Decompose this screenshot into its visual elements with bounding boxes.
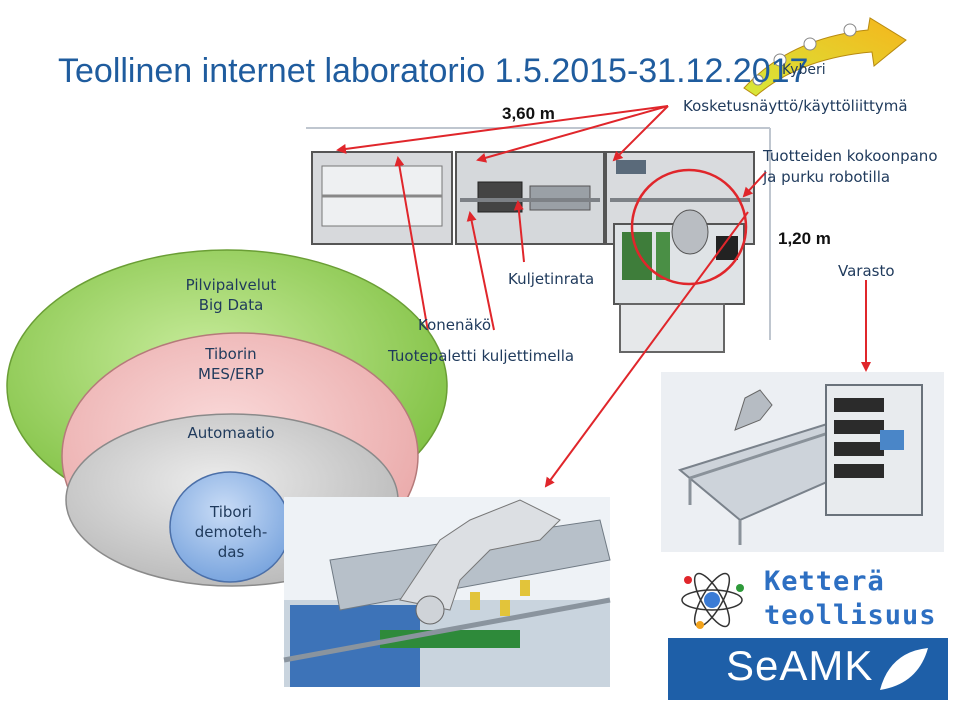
mes-layer-label-line2: MES/ERP: [198, 365, 264, 383]
storage-label: Varasto: [838, 262, 895, 280]
seamk-logo: SeAMK: [726, 642, 874, 689]
seamk-logo-graphic: [668, 638, 948, 700]
kyberi-label: Kyberi: [782, 62, 826, 78]
kettera-logo-graphic: [668, 562, 948, 638]
pallet-label: Tuotepaletti kuljettimella: [388, 347, 575, 365]
factory-layer-label-line1: Tibori: [210, 503, 252, 521]
kettera-logo-line1: Ketterä: [764, 566, 885, 597]
dimension-length: 3,60 m: [502, 104, 555, 123]
robot-cell-photo: [283, 497, 611, 687]
line-layout-topview: [306, 127, 771, 353]
vision-label: Konenäkö: [418, 316, 492, 334]
annotation-arrows: [336, 105, 871, 488]
conveyor-label: Kuljetinrata: [508, 270, 595, 288]
robot-label-line1: Tuotteiden kokoonpano: [763, 147, 938, 165]
page-title: Teollinen internet laboratorio 1.5.2015-…: [58, 52, 809, 90]
automation-layer-label: Automaatio: [187, 424, 275, 442]
factory-layer-label-line2: demoteh-: [194, 523, 268, 541]
mes-layer-label-line1: Tiborin: [205, 345, 257, 363]
cloud-layer-label-line2: Big Data: [198, 296, 264, 314]
cloud-layer-label-line1: Pilvipalvelut: [185, 276, 277, 294]
robot-label-line2: ja purku robotilla: [763, 168, 891, 186]
factory-layer-label-line3: das: [217, 543, 245, 561]
kettera-logo-line2: teollisuus: [764, 600, 937, 631]
kyberi-arrow-graphic: [743, 17, 907, 97]
storage-photo: [661, 372, 944, 552]
touchscreen-label: Kosketusnäyttö/käyttöliittymä: [683, 97, 908, 115]
dimension-width: 1,20 m: [778, 229, 831, 248]
